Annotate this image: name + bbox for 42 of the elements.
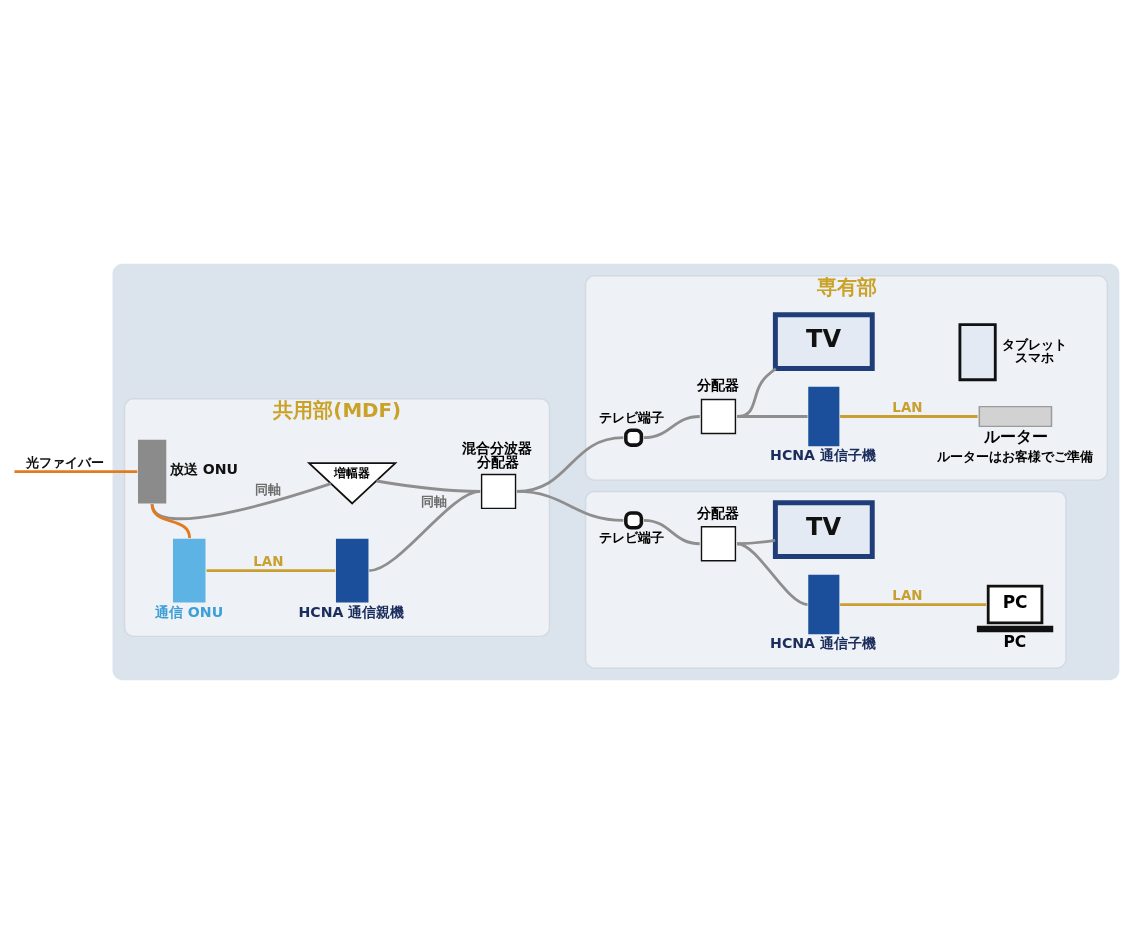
edge-label: LAN xyxy=(892,587,923,603)
connector xyxy=(14,469,138,473)
connector xyxy=(736,541,808,606)
connector xyxy=(150,503,191,538)
cluster xyxy=(584,490,1067,669)
connector xyxy=(643,518,700,545)
connector xyxy=(368,489,481,572)
cluster xyxy=(112,263,1120,680)
node-label: テレビ端子 xyxy=(599,409,665,425)
node-box: TV xyxy=(772,499,875,559)
edge-label: 同軸 xyxy=(420,493,447,509)
connector xyxy=(206,568,336,572)
node-label: 通信 ONU xyxy=(154,603,224,620)
node-label: HCNA 通信子機 xyxy=(770,634,876,651)
edge-label: 同軸 xyxy=(254,481,281,497)
node-label: 分配器 xyxy=(477,453,519,470)
node-label: 放送 ONU xyxy=(169,460,239,477)
node-label: タブレット xyxy=(1001,336,1067,352)
edge-label: LAN xyxy=(253,553,284,569)
node-label: 分配器 xyxy=(696,504,739,521)
node-box xyxy=(138,439,167,503)
node-label: HCNA 通信親機 xyxy=(298,603,405,620)
node-label: テレビ端子 xyxy=(599,529,665,545)
node-label: ルーターはお客様でご準備 xyxy=(937,448,1094,464)
node-label: ルーター xyxy=(983,427,1048,446)
node-box xyxy=(808,574,840,634)
edge-label: 光ファイバー xyxy=(25,454,104,470)
edge-label: LAN xyxy=(892,399,923,415)
node-label: PC xyxy=(1003,632,1027,651)
connector xyxy=(737,414,808,418)
connector xyxy=(840,414,978,418)
connector xyxy=(840,602,987,606)
node-label: 分配器 xyxy=(696,376,739,393)
connector xyxy=(516,435,624,493)
node-box xyxy=(173,538,206,602)
node-box: TV xyxy=(772,311,875,371)
connector xyxy=(643,414,700,439)
node-label: HCNA 通信子機 xyxy=(770,446,876,463)
node-label: 混合分波器 xyxy=(462,439,533,456)
node-box xyxy=(335,538,369,602)
node-box xyxy=(808,386,840,446)
connector xyxy=(737,538,776,545)
